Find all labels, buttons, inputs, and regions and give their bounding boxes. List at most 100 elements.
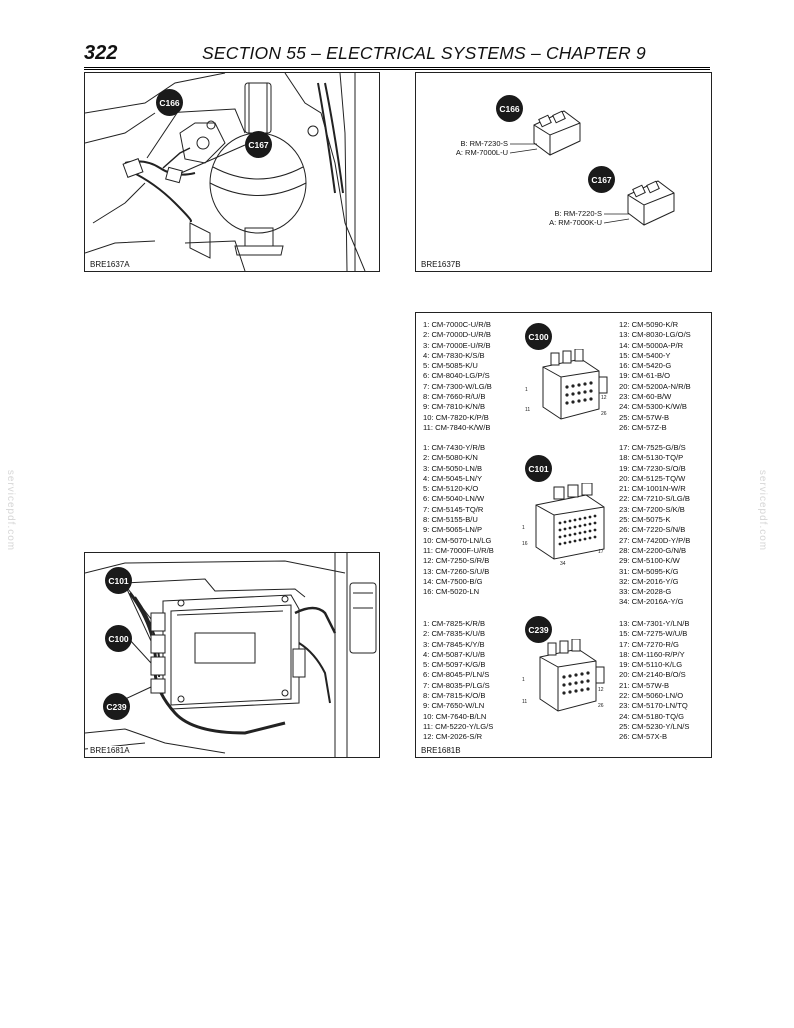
controller-illustration bbox=[85, 553, 377, 757]
pin-entry: 1: CM-7430-Y/R/B bbox=[423, 443, 486, 452]
pin-entry: 25: CM-5230-Y/LN/S bbox=[619, 721, 690, 731]
accumulator-illustration bbox=[85, 73, 366, 271]
pin-entry: 8: CM-5155-B/U bbox=[423, 515, 478, 525]
pin-entry: 5: CM-5097-K/G/B bbox=[423, 660, 486, 670]
pin-entry: 13: CM-7260-S/U/B bbox=[423, 566, 490, 576]
pin-entry: 11: CM-7000F-U/R/B bbox=[423, 545, 494, 555]
figure-id: BRE1637A bbox=[88, 260, 132, 269]
pin-entry: 23: CM-5170-LN/TQ bbox=[619, 701, 688, 711]
c167-wire-b: B: RM-7220-S bbox=[554, 209, 602, 218]
pin-entry: 5: CM-5120-K/O bbox=[423, 484, 479, 494]
pin-entry: 4: CM-5087-K/U/B bbox=[423, 649, 486, 659]
pin-marker: 34 bbox=[560, 561, 566, 567]
watermark-left: servicepdf.com bbox=[5, 469, 17, 552]
pin-entry: 12: CM-7250-S/R/B bbox=[423, 556, 490, 566]
pin-marker: 26 bbox=[598, 703, 604, 709]
pin-entry: 23: CM-7200-S/K/B bbox=[619, 504, 685, 514]
c100-connector-drawing: 1 11 12 26 bbox=[525, 349, 608, 420]
pin-entry: 16: CM-5020-LN bbox=[423, 587, 480, 597]
pin-entry: 11: CM-7840-K/W/B bbox=[423, 422, 491, 432]
pin-entry: 14: CM-5000A-P/R bbox=[619, 340, 684, 350]
pin-entry: 29: CM-5100-K/W bbox=[619, 556, 680, 566]
c100-pin-markers: 1 11 12 26 bbox=[525, 387, 607, 417]
pin-entry: 11: CM-5220-Y/LG/S bbox=[423, 721, 494, 731]
header-rule-thin bbox=[84, 69, 710, 70]
pin-entry: 24: CM-5180-TQ/G bbox=[619, 711, 684, 721]
pin-entry: 13: CM-8030-LG/O/S bbox=[619, 330, 691, 340]
pin-entry: 26: CM-7220-S/N/B bbox=[619, 525, 686, 535]
pin-entry: 3: CM-7000E-U/R/B bbox=[423, 340, 491, 350]
callout-c101: C101 bbox=[525, 455, 552, 482]
pin-entry: 10: CM-5070-LN/LG bbox=[423, 535, 492, 545]
callout-c100: C100 bbox=[105, 625, 132, 652]
pin-entry: 20: CM-5200A-N/R/B bbox=[619, 381, 691, 391]
c101-connector-drawing: 1 16 17 34 bbox=[522, 483, 605, 567]
pin-entry: 3: CM-5050-LN/B bbox=[423, 463, 483, 473]
c101-pins-left: 1: CM-7430-Y/R/B 2: CM-5080-K/N 3: CM-50… bbox=[423, 443, 494, 597]
page-header: 322 SECTION 55 – ELECTRICAL SYSTEMS – CH… bbox=[84, 40, 710, 70]
pin-marker: 11 bbox=[522, 699, 527, 705]
callout-c166: C166 bbox=[496, 95, 523, 122]
pin-marker: 1 bbox=[525, 387, 528, 393]
c239-connector-drawing: 1 11 12 26 bbox=[522, 639, 605, 712]
pin-entry: 10: CM-7820-K/P/B bbox=[423, 412, 489, 422]
figure-bre1637b: C166 B: RM-7230-S A: RM-7000L-U C167 B: … bbox=[415, 72, 712, 272]
watermark-right: servicepdf.com bbox=[757, 469, 769, 552]
callout-c101: C101 bbox=[105, 567, 132, 594]
pin-marker: 17 bbox=[598, 549, 604, 555]
pin-entry: 6: CM-8040-LG/P/S bbox=[423, 371, 490, 381]
callout-c239: C239 bbox=[103, 693, 130, 720]
c101-pin-markers: 1 16 17 34 bbox=[522, 525, 604, 567]
c239-pins-right: 13: CM-7301-Y/LN/B 15: CM-7275-W/U/B 17:… bbox=[619, 619, 689, 743]
pin-entry: 2: CM-7835-K/U/B bbox=[423, 629, 486, 639]
pin-marker: 26 bbox=[601, 411, 607, 417]
pin-entry: 18: CM-5130-TQ/P bbox=[619, 453, 684, 463]
pin-entry: 3: CM-7845-K/Y/B bbox=[423, 639, 485, 649]
header-rule bbox=[84, 67, 710, 68]
pin-entry: 8: CM-7815-K/O/B bbox=[423, 691, 486, 701]
pin-entry: 23: CM-60-B/W bbox=[619, 392, 672, 402]
pin-entry: 16: CM-5420-G bbox=[619, 361, 672, 371]
pin-entry: 33: CM-2028-G bbox=[619, 587, 672, 597]
pin-entry: 12: CM-2026-S/R bbox=[423, 732, 483, 742]
page-title: SECTION 55 – ELECTRICAL SYSTEMS – CHAPTE… bbox=[202, 43, 646, 63]
pin-entry: 1: CM-7000C-U/R/B bbox=[423, 320, 491, 329]
pin-entry: 2: CM-5080-K/N bbox=[423, 453, 478, 463]
pin-entry: 19: CM-7230-S/O/B bbox=[619, 463, 686, 473]
figure-id: BRE1637B bbox=[419, 260, 463, 269]
callout-c166: C166 bbox=[156, 89, 183, 116]
c167-wire-a: A: RM-7000K-U bbox=[549, 218, 602, 227]
pin-entry: 26: CM-57Z-B bbox=[619, 422, 667, 432]
pin-entry: 12: CM-5090-K/R bbox=[619, 320, 679, 329]
pin-entry: 21: CM-1001N-W/R bbox=[619, 484, 686, 494]
pin-entry: 32: CM-2016-Y/G bbox=[619, 576, 679, 586]
figure-bre1681a: C101 C100 C239 BRE1681A bbox=[84, 552, 380, 758]
connector-c166-c167-illustration bbox=[509, 110, 675, 226]
page-number: 322 bbox=[84, 42, 118, 64]
pin-entry: 7: CM-8035-P/LG/S bbox=[423, 680, 490, 690]
pin-entry: 7: CM-5145-TQ/R bbox=[423, 504, 484, 514]
pin-entry: 9: CM-7650-W/LN bbox=[423, 701, 485, 711]
pin-entry: 15: CM-5400-Y bbox=[619, 350, 671, 360]
pin-entry: 19: CM-5110-K/LG bbox=[619, 660, 683, 670]
pin-entry: 34: CM-2016A-Y/G bbox=[619, 597, 684, 607]
pin-entry: 2: CM-7000D-U/R/B bbox=[423, 330, 491, 340]
pin-entry: 15: CM-7275-W/U/B bbox=[619, 629, 688, 639]
pin-entry: 18: CM-1160-R/P/Y bbox=[619, 649, 685, 659]
pin-entry: 25: CM-57W-B bbox=[619, 412, 670, 422]
pin-entry: 17: CM-7270-R/G bbox=[619, 639, 679, 649]
pin-entry: 20: CM-5125-TQ/W bbox=[619, 473, 686, 483]
pin-marker: 12 bbox=[601, 395, 607, 401]
callout-c167: C167 bbox=[245, 131, 272, 158]
pin-marker: 16 bbox=[522, 541, 528, 547]
figure-id: BRE1681B bbox=[419, 746, 463, 755]
pin-entry: 14: CM-7500-B/G bbox=[423, 576, 483, 586]
figure-bre1637a: C166 C167 BRE1637A bbox=[84, 72, 380, 272]
c166-wire-a: A: RM-7000L-U bbox=[455, 148, 508, 157]
callout-c239: C239 bbox=[525, 616, 552, 643]
c239-pins-left: 1: CM-7825-K/R/B 2: CM-7835-K/U/B 3: CM-… bbox=[423, 619, 493, 743]
pin-entry: 20: CM-2140-B/O/S bbox=[619, 670, 686, 680]
pin-entry: 27: CM-7420D-Y/P/B bbox=[619, 535, 691, 545]
pin-entry: 31: CM-5095-K/G bbox=[619, 566, 679, 576]
pin-marker: 1 bbox=[522, 677, 525, 683]
